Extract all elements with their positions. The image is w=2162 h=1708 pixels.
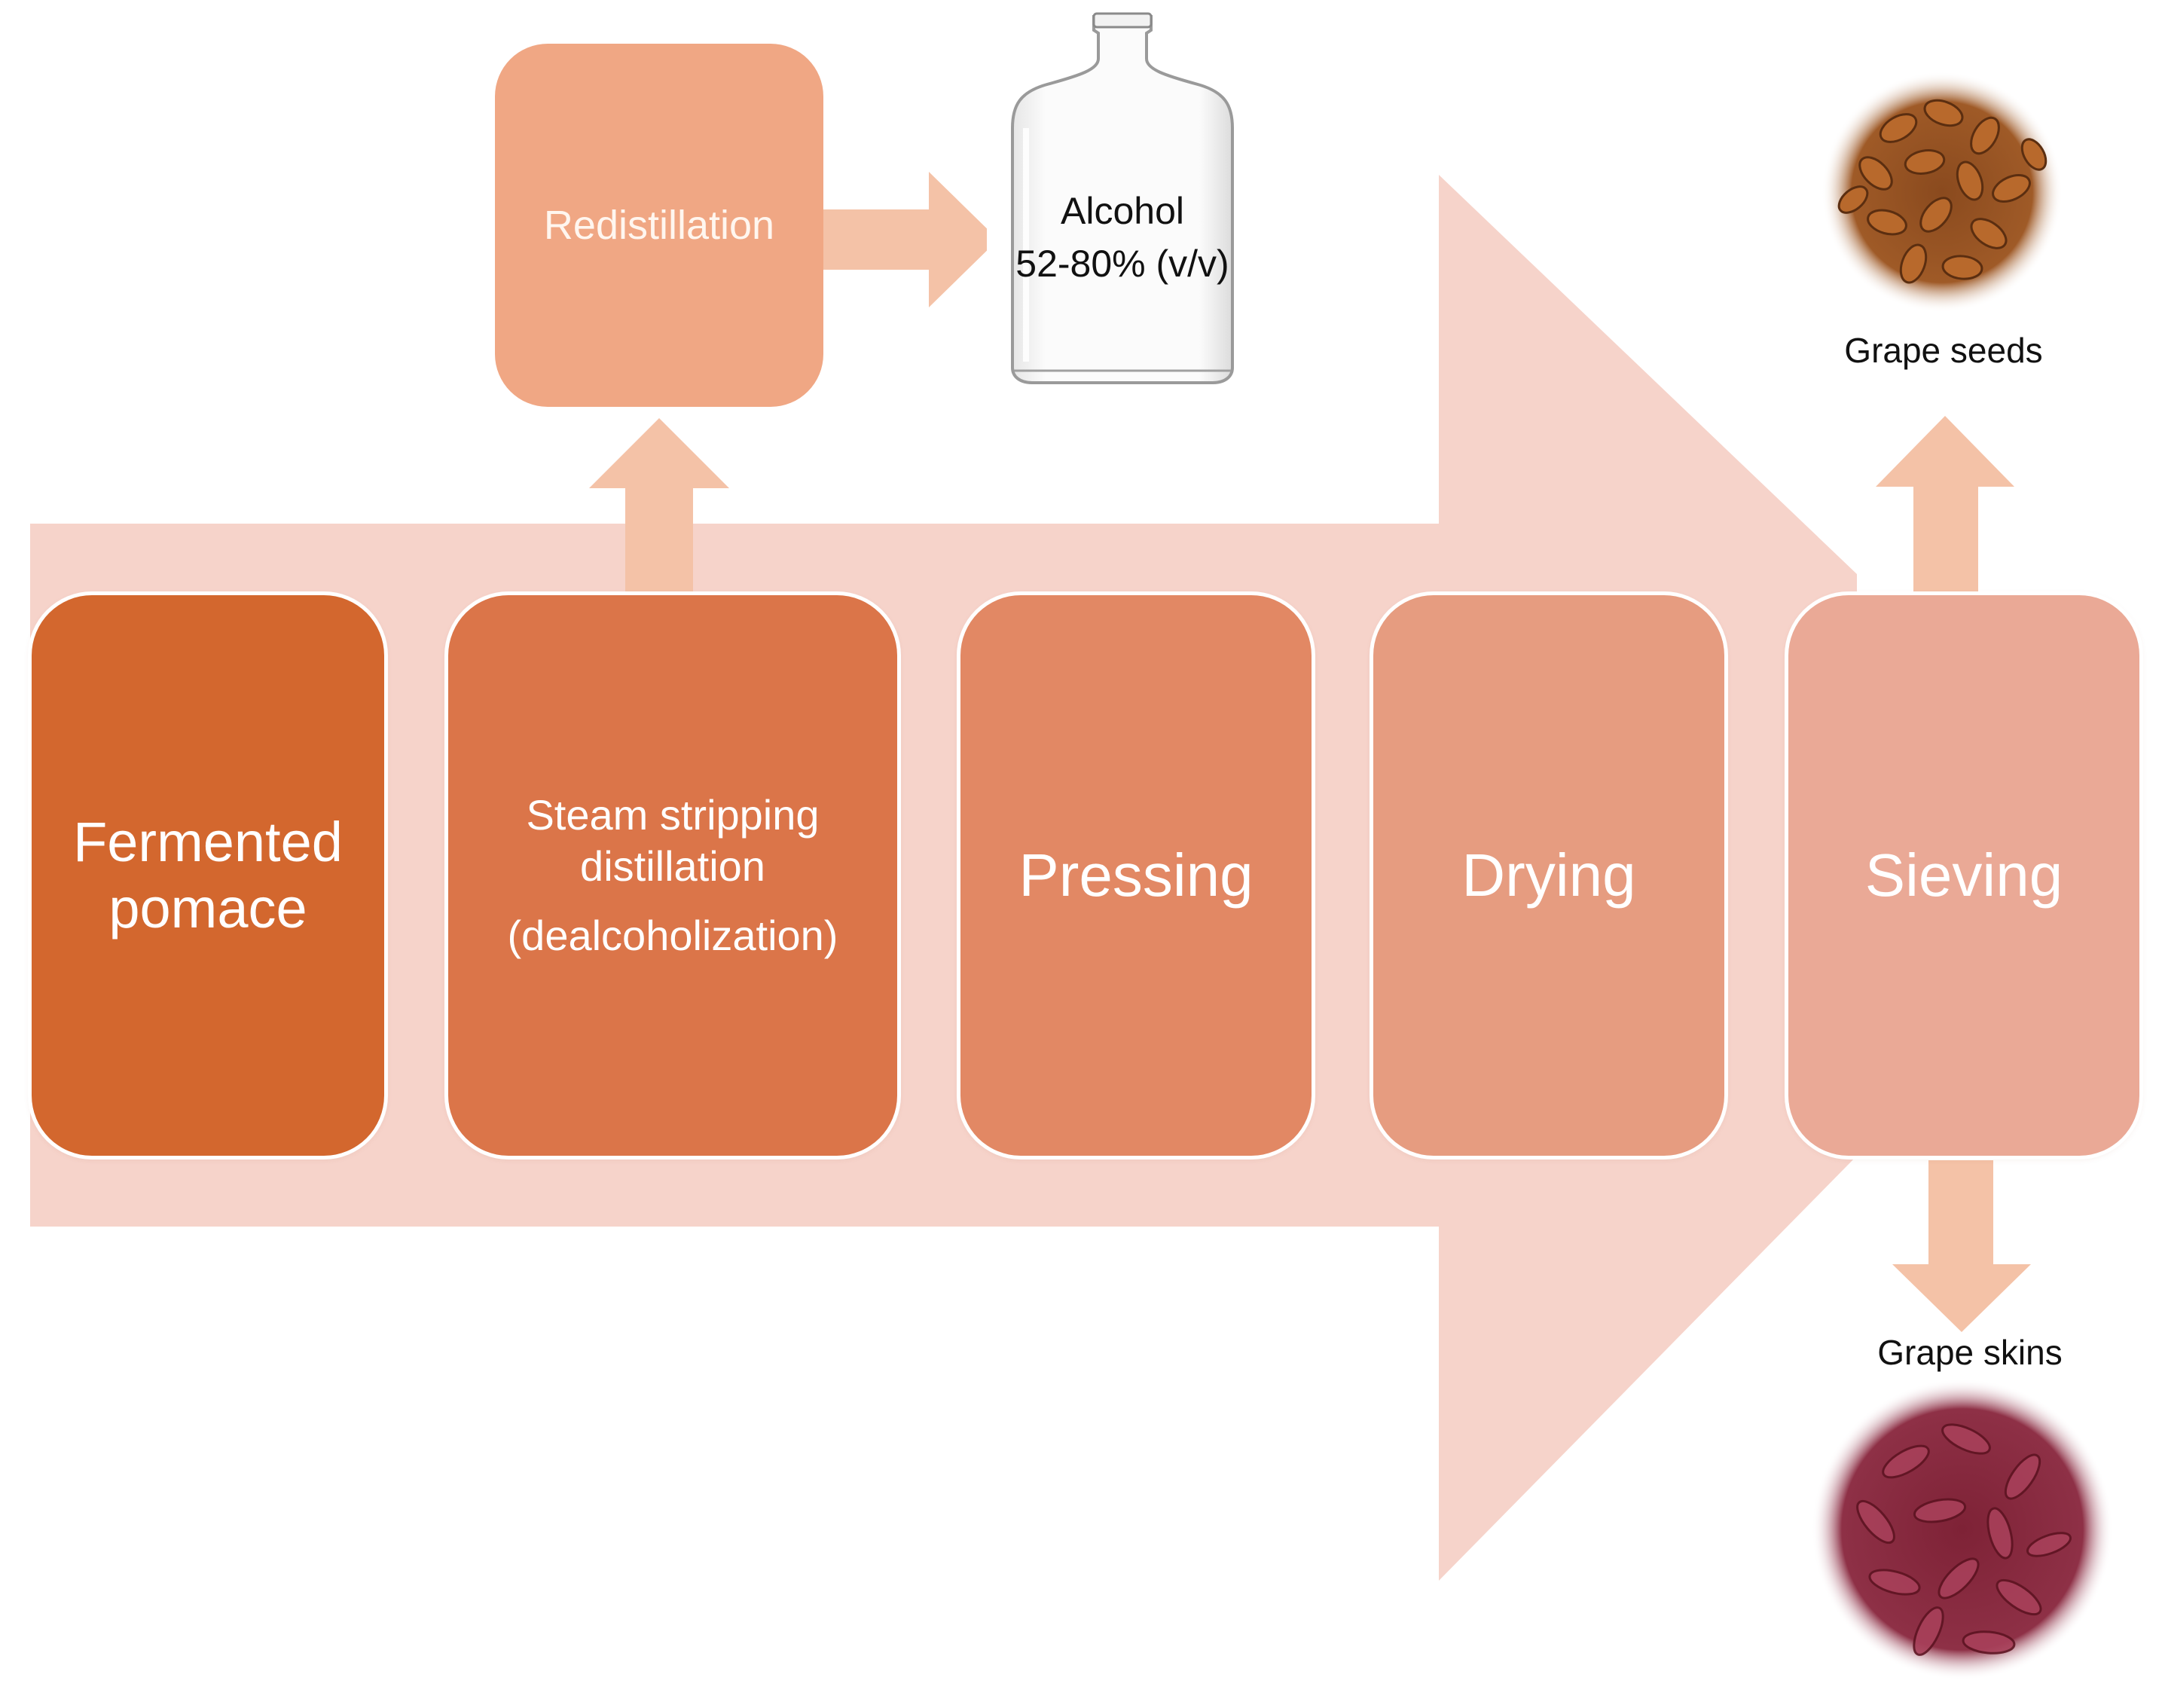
step-redistillation: Redistillation xyxy=(495,44,823,407)
process-flow-arrow xyxy=(30,175,1857,1581)
step-label: (dealcoholization) xyxy=(507,912,838,959)
step-pressing: Pressing xyxy=(960,595,1312,1156)
step-label: Pressing xyxy=(1018,842,1254,909)
step-label: distillation xyxy=(580,842,765,890)
alcohol-concentration: 52-80% (v/v) xyxy=(1015,243,1229,285)
step-label: Fermented xyxy=(73,811,343,873)
bottle-icon xyxy=(987,0,1255,411)
alcohol-title: Alcohol xyxy=(1061,190,1184,232)
step-steam-stripping-distillation: Steam stripping distillation (dealcoholi… xyxy=(448,595,897,1156)
grape-skins-caption: Grape skins xyxy=(1877,1333,2063,1372)
arrow-to-alcohol xyxy=(823,172,998,307)
grape-seeds-image xyxy=(1822,72,2063,313)
alcohol-label: Alcohol 52-80% (v/v) xyxy=(987,185,1258,290)
arrow-to-grape-seeds xyxy=(1876,416,2014,595)
step-fermented-pomace: Fermented pomace xyxy=(32,595,384,1156)
step-label: Redistillation xyxy=(543,203,775,248)
grape-skins-image xyxy=(1812,1379,2113,1680)
step-label: pomace xyxy=(108,877,307,940)
step-label: Steam stripping xyxy=(526,791,820,839)
grape-seeds-caption: Grape seeds xyxy=(1844,331,2043,370)
step-label: Drying xyxy=(1461,842,1636,909)
step-sieving: Sieving xyxy=(1788,595,2139,1156)
step-label: Sieving xyxy=(1864,842,2063,909)
arrow-to-grape-skins xyxy=(1892,1160,2031,1332)
step-drying: Drying xyxy=(1373,595,1724,1156)
arrow-to-redistillation xyxy=(589,418,729,595)
